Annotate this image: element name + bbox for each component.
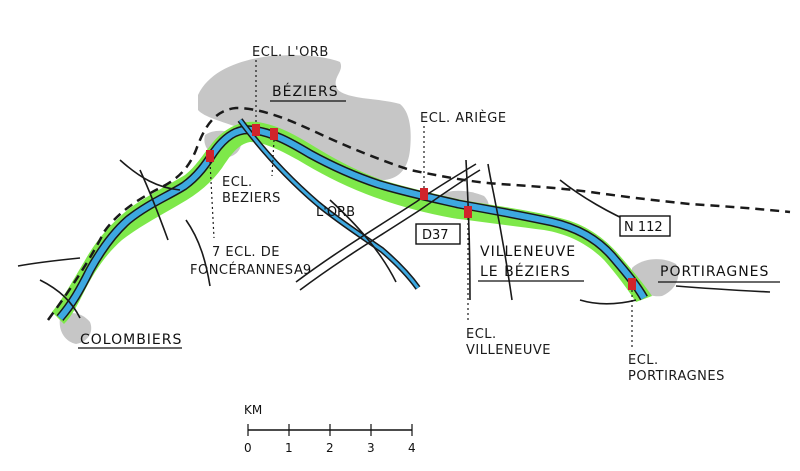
road-west-1 <box>17 257 81 267</box>
beziers-urban-area <box>198 55 411 180</box>
railway-dashed <box>46 106 791 321</box>
town-label-villeneuve-1: VILLENEUVE <box>480 244 576 260</box>
road-label-d37: D37 <box>422 228 449 243</box>
road-sw <box>139 169 169 241</box>
road-badge-n112: N 112 <box>619 215 671 237</box>
lock-label-villeneuve-1: ECL. <box>466 327 497 342</box>
road-west-2 <box>39 279 81 319</box>
road-d37 <box>465 159 471 301</box>
road-east <box>579 299 637 305</box>
scale-label-1: 1 <box>285 441 293 455</box>
town-label-portiragnes: PORTIRAGNES <box>660 264 769 280</box>
town-label-villeneuve-2: LE BÉZIERS <box>480 263 571 280</box>
lock-orb-marker <box>252 124 260 136</box>
road-label-a9: A9 <box>294 263 311 278</box>
road-lower <box>185 219 211 287</box>
road-villeneuve-n <box>487 163 513 301</box>
colombiers-urban-area <box>59 313 92 344</box>
lock-ariege-marker <box>420 188 428 200</box>
scale-label-3: 3 <box>367 441 375 455</box>
scale-label-2: 2 <box>326 441 334 455</box>
lock-label-portiragnes-1: ECL. <box>628 353 659 368</box>
road-badge-d37: D37 <box>415 223 461 245</box>
lock-markers <box>206 124 636 290</box>
road-a9-parallel <box>295 163 477 283</box>
road-nw <box>119 159 181 191</box>
town-label-colombiers: COLOMBIERS <box>80 332 182 348</box>
scale-unit: KM <box>244 403 262 417</box>
leader-beziers <box>271 139 275 177</box>
lock-label-beziers-1: ECL. <box>222 175 253 190</box>
lock-label-fonceranes-1: 7 ECL. DE <box>212 245 280 260</box>
leader-lines <box>209 60 633 350</box>
river-label-orb: L'ORB <box>316 205 355 220</box>
lock-portiragnes-marker <box>628 278 636 290</box>
scale-label-0: 0 <box>244 441 252 455</box>
lock-beziers-marker <box>270 128 278 140</box>
lock-label-portiragnes-2: PORTIRAGNES <box>628 369 725 384</box>
lock-label-beziers-2: BEZIERS <box>222 191 281 206</box>
lock-label-ariege: ECL. ARIÈGE <box>420 110 507 126</box>
canal-water <box>57 126 647 320</box>
road-label-n112: N 112 <box>624 220 663 235</box>
scale-bar: KM 0 1 2 3 4 <box>244 403 416 455</box>
road-a9 <box>299 169 481 291</box>
lock-fonceranes-marker <box>206 150 214 162</box>
lock-label-villeneuve-2: VILLENEUVE <box>466 343 551 358</box>
town-label-beziers: BÉZIERS <box>272 83 339 100</box>
scale-label-4: 4 <box>408 441 416 455</box>
river-orb-water <box>238 119 420 289</box>
road-river-side <box>329 199 397 283</box>
lock-label-orb: ECL. L'ORB <box>252 45 329 60</box>
lock-villeneuve-marker <box>464 206 472 218</box>
road-portiragnes-e <box>675 285 771 293</box>
lock-label-fonceranes-2: FONCÉRANNES <box>190 262 294 278</box>
